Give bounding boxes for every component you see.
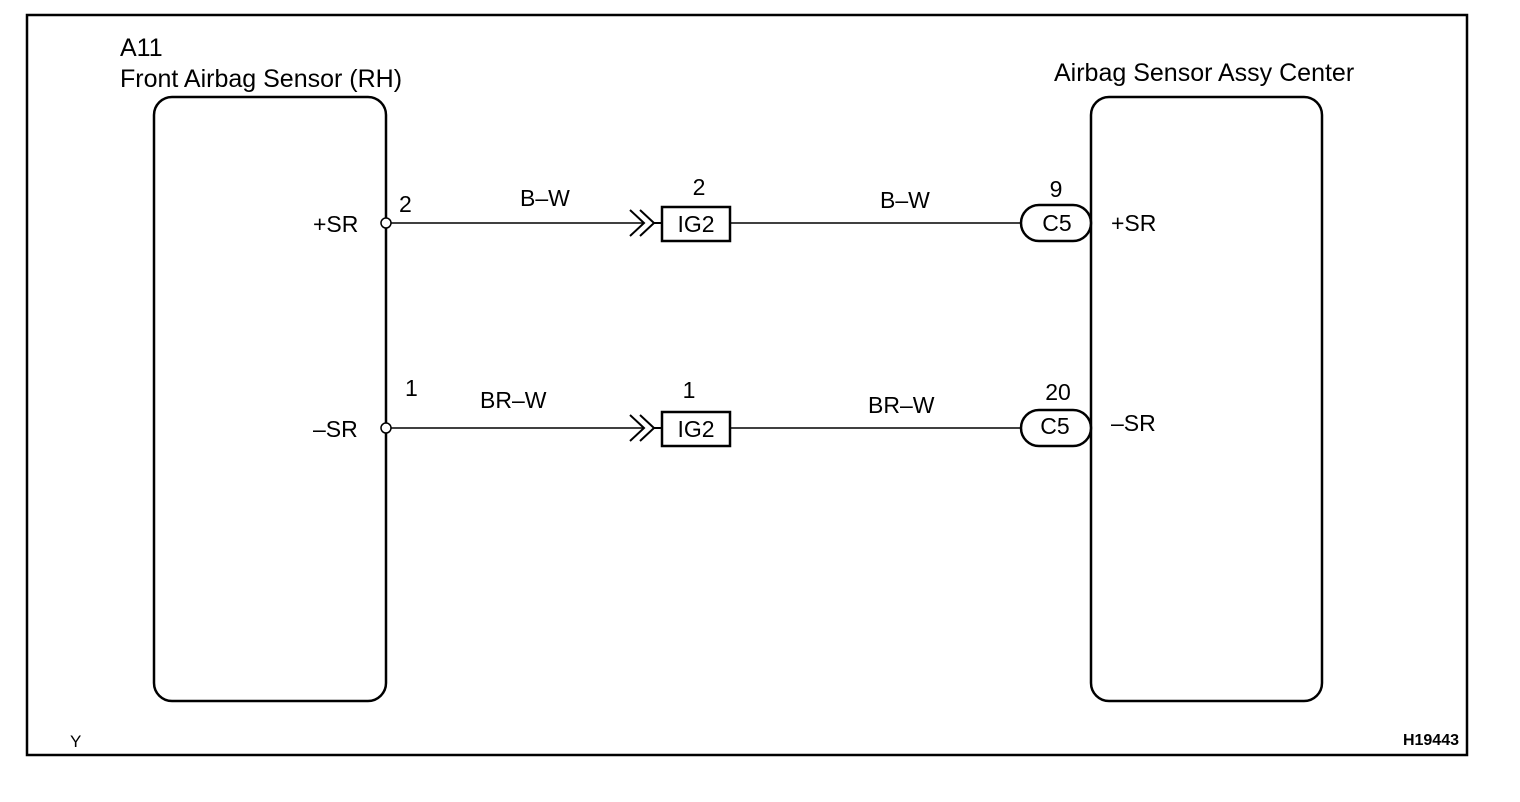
right-component-name: Airbag Sensor Assy Center xyxy=(1054,59,1354,87)
junction-pin-number: 2 xyxy=(693,174,706,200)
wire-color-left: BR–W xyxy=(480,387,547,413)
right-component: Airbag Sensor Assy Center xyxy=(1054,59,1354,703)
left-pin-number: 1 xyxy=(405,375,418,401)
wire-color-right: BR–W xyxy=(868,392,935,418)
wire-color-left: B–W xyxy=(520,185,570,211)
right-terminal-label: –SR xyxy=(1111,410,1156,436)
right-connector-label: C5 xyxy=(1042,210,1071,236)
right-component-body xyxy=(1089,95,1324,703)
left-component: A11 Front Airbag Sensor (RH) xyxy=(120,34,402,703)
left-terminal-pin xyxy=(380,422,392,434)
right-terminal-label: +SR xyxy=(1111,210,1156,236)
left-terminal-label: –SR xyxy=(313,416,358,442)
connector-arrow-icon xyxy=(629,209,646,237)
right-pin-number: 9 xyxy=(1050,176,1063,202)
right-connector-oval xyxy=(1019,203,1093,243)
figure-id: H19443 xyxy=(1403,732,1459,749)
junction-connector-label: IG2 xyxy=(677,416,714,442)
wire-color-right: B–W xyxy=(880,187,930,213)
junction-connector-box xyxy=(660,410,732,448)
left-terminal-pin xyxy=(380,217,392,229)
right-connector-oval xyxy=(1019,408,1093,448)
connector-arrow-icon xyxy=(629,414,646,442)
junction-connector-label: IG2 xyxy=(677,211,714,237)
junction-connector-box xyxy=(660,205,732,243)
left-component-name: Front Airbag Sensor (RH) xyxy=(120,65,402,93)
junction-pin-number: 1 xyxy=(683,377,696,403)
diagram-frame xyxy=(25,13,1469,757)
circuit-plus-sr: +SR 2 B–W IG2 2 B–W C5 9 +SR xyxy=(313,174,1156,243)
left-component-code: A11 xyxy=(120,34,163,62)
footer-left-mark: Y xyxy=(70,732,81,751)
left-terminal-label: +SR xyxy=(313,211,358,237)
left-pin-number: 2 xyxy=(399,191,412,217)
right-pin-number: 20 xyxy=(1045,379,1071,405)
right-connector-label: C5 xyxy=(1040,413,1069,439)
circuit-minus-sr: –SR 1 BR–W IG2 1 BR–W C5 20 –SR xyxy=(313,375,1156,448)
left-component-body xyxy=(152,95,388,703)
